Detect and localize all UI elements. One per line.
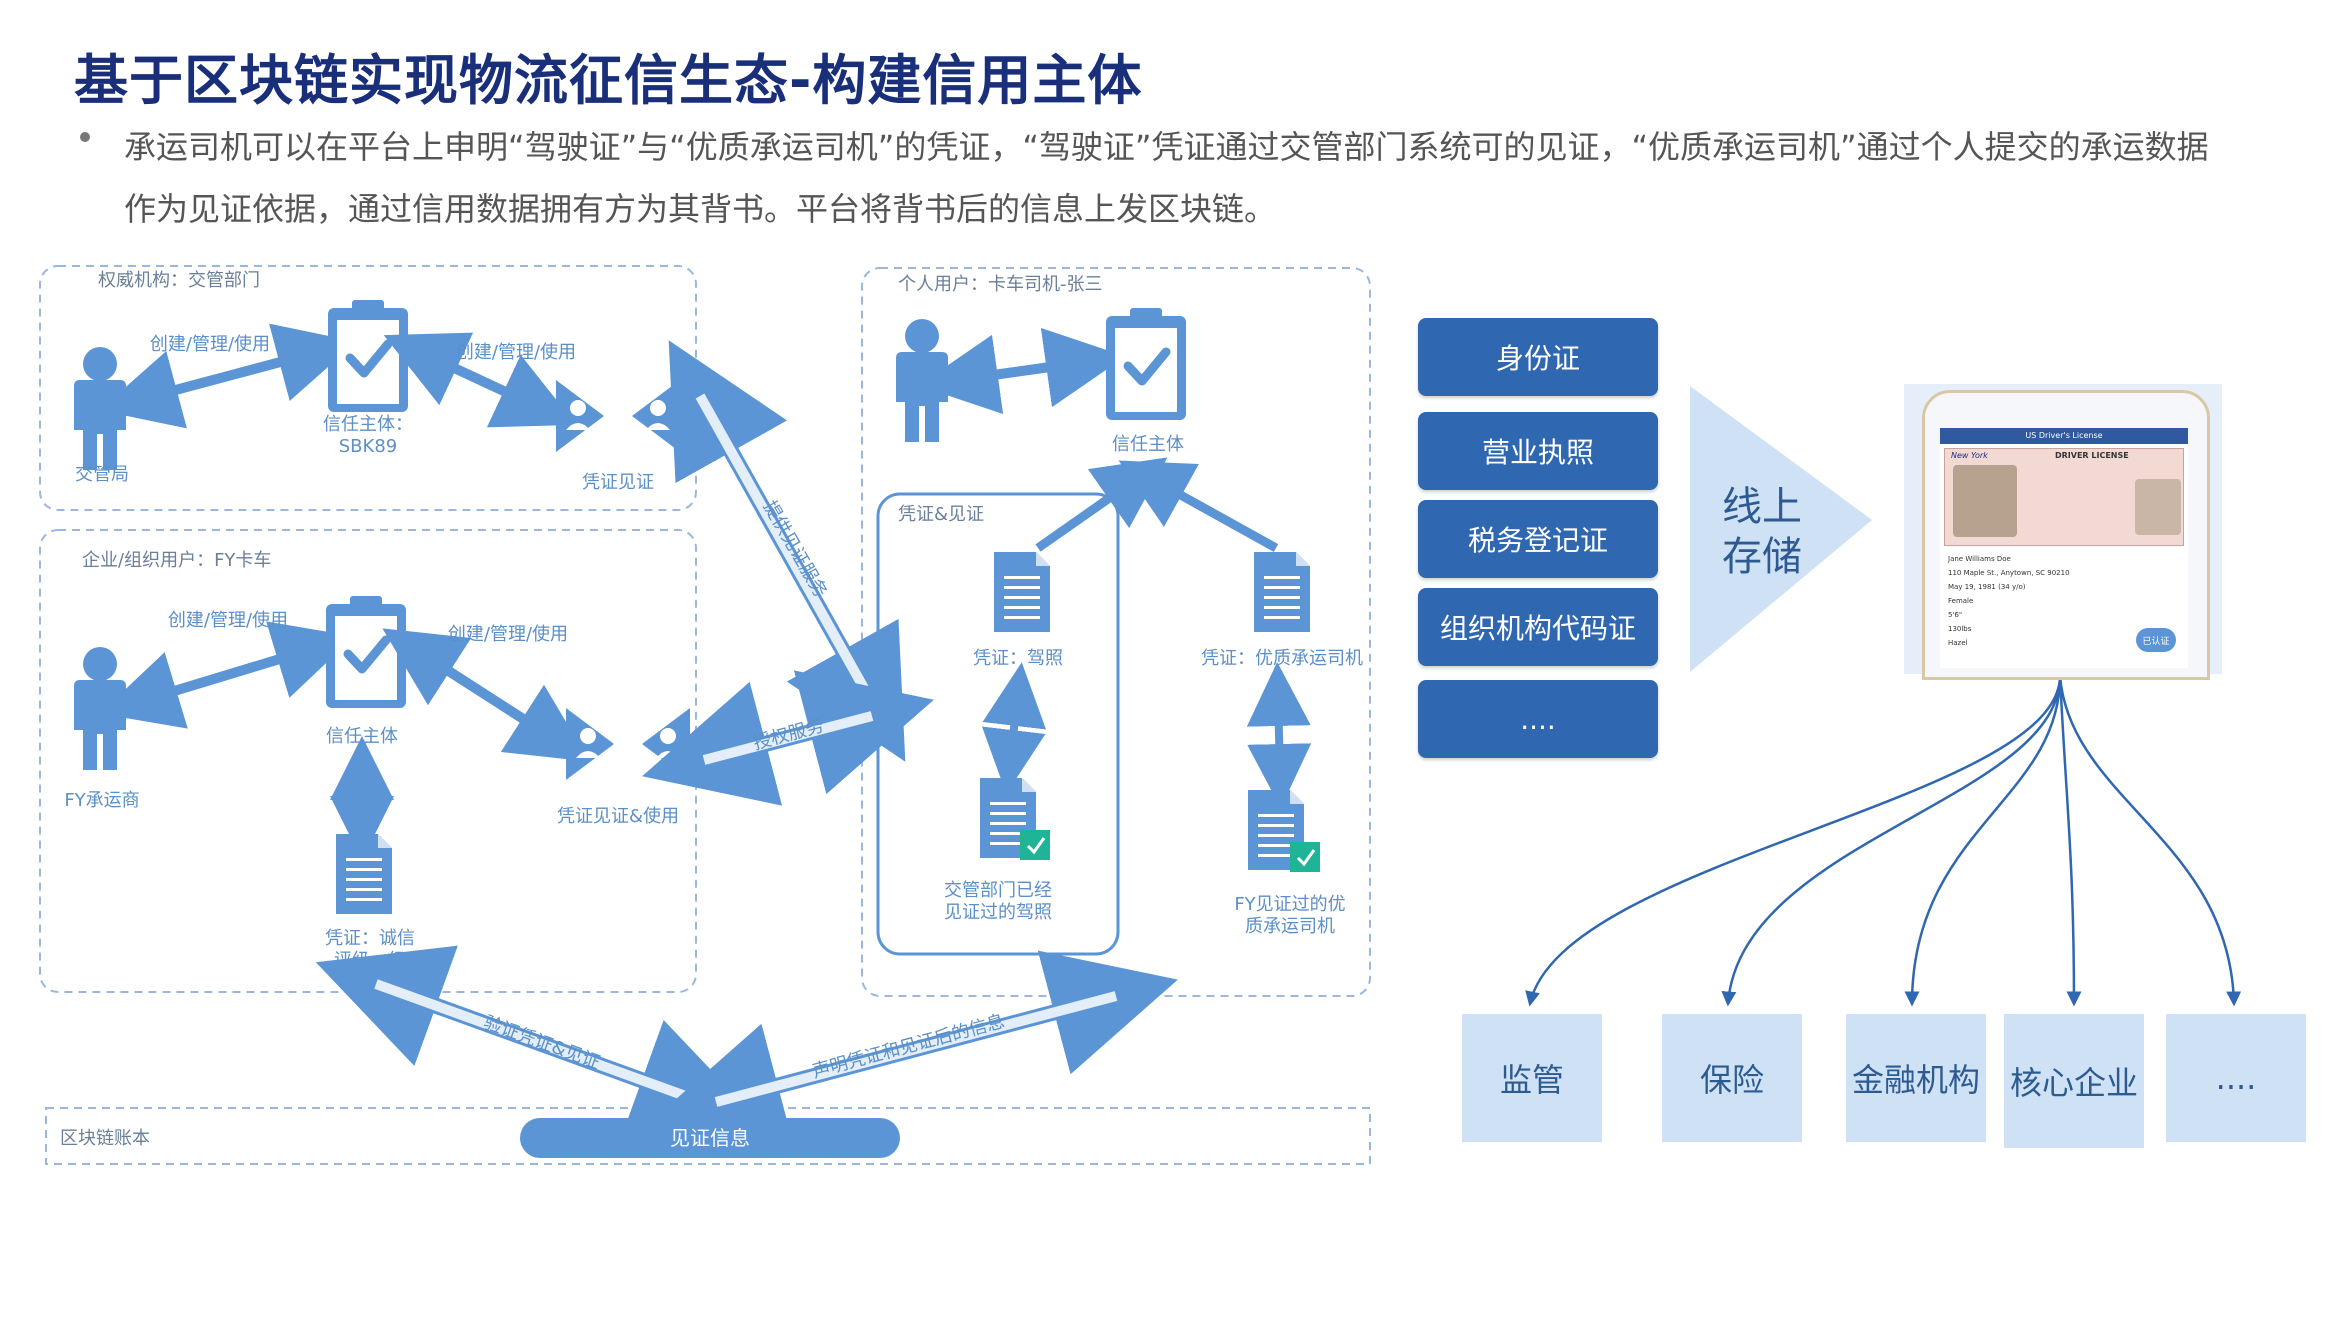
authority-arrow-left [99,323,357,429]
authority-handshake-icon [556,380,680,452]
enterprise-arrow-left-label: 创建/管理/使用 [168,610,288,631]
storage-label: 线上 存储 [1722,482,1802,582]
license-card: New York DRIVER LICENSE [1944,448,2184,546]
personal-clipboard-label: 信任主体 [1112,434,1184,455]
personal-doc3-check-icon [1020,830,1050,860]
personal-doc4-line1: FY见证过的优 [1234,894,1345,915]
phone-screen: US Driver's License New York DRIVER LICE… [1940,428,2188,668]
personal-doc2-icon [1254,552,1310,632]
ledger-label: 区块链账本 [60,1128,150,1149]
personal-clipboard-icon [1106,308,1186,420]
authority-clipboard-icon [328,300,408,412]
personal-branch-right [1118,460,1279,552]
license-sex: Female [1948,597,1974,605]
link-more [2058,675,2242,1007]
enterprise-clipboard-label: 信任主体 [326,726,398,747]
license-weight: 130lbs [1948,625,1972,633]
authority-arrow-left-label: 创建/管理/使用 [150,334,270,355]
doc-button-id-card[interactable]: 身份证 [1418,318,1658,396]
link-finance [1904,675,2062,1007]
target-insurance: 保险 [1662,1014,1802,1142]
target-core-enterprise: 核心企业 [2004,1014,2144,1148]
enterprise-clipboard-icon [326,596,406,708]
bullet-text: 承运司机可以在平台上申明“驾驶证”与“优质承运司机”的凭证，“驾驶证”凭证通过交… [124,128,2209,228]
license-eye: Hazel [1948,639,1968,647]
personal-box-label: 个人用户：卡车司机-张三 [898,274,1103,295]
doc-button-tax-registration[interactable]: 税务登记证 [1418,500,1658,578]
authority-clipboard-id: SBK89 [339,436,397,457]
storage-line1: 线上 [1722,484,1802,530]
enterprise-person-icon [74,647,126,770]
verified-badge: 已认证 [2136,628,2176,652]
license-name: Jane Williams Doe [1948,555,2011,563]
doc-button-org-code[interactable]: 组织机构代码证 [1418,588,1658,666]
enterprise-doc-icon [336,834,392,914]
link-insurance [1721,675,2062,1007]
declare-label: 声明凭证和见证后的信息 [810,1011,1007,1083]
ledger-pill-label: 见证信息 [670,1126,750,1150]
personal-doc1-label: 凭证：驾照 [973,648,1063,669]
authority-handshake-label: 凭证见证 [582,472,654,493]
license-photo [1953,465,2017,537]
ledger-pill [520,1118,900,1158]
storage-triangle [1690,386,1872,672]
authority-arrow-right [383,332,577,428]
license-title: DRIVER LICENSE [2055,451,2129,460]
authority-box [39,265,697,511]
doc-button-business-license[interactable]: 营业执照 [1418,412,1658,490]
enterprise-handshake-label: 凭证见证&使用 [557,806,679,827]
license-photo-small [2135,479,2181,535]
authority-person-label: 交管局 [75,464,129,485]
enterprise-doc-line2: 评级一级 [334,950,406,971]
verify-label: 验证凭证&见证 [481,1012,603,1073]
phone-mockup: US Driver's License New York DRIVER LICE… [1904,384,2222,680]
page-title: 基于区块链实现物流征信生态-构建信用主体 [74,49,1143,112]
enterprise-person-label: FY承运商 [64,790,139,811]
personal-person-icon [896,319,948,442]
link-supervision [1525,675,2062,1007]
target-more: .... [2166,1014,2306,1142]
enterprise-arrow-right-label: 创建/管理/使用 [448,624,568,645]
personal-doc4-line2: 质承运司机 [1245,916,1335,937]
authority-person-icon [74,347,126,470]
authority-box-label: 权威机构：交管部门 [98,270,260,291]
doc-button-more[interactable]: .... [1418,680,1658,758]
license-dob: May 19, 1981 (34 y/o) [1948,583,2026,591]
personal-doc1-icon [994,552,1050,632]
personal-doc2-arrow [1246,662,1312,808]
license-address: 110 Maple St., Anytown, SC 90210 [1948,569,2070,577]
target-financial: 金融机构 [1846,1014,1986,1142]
personal-branch-left [1035,457,1168,552]
personal-doc3-line2: 见证过的驾照 [944,902,1052,923]
license-height: 5'6" [1948,611,1963,619]
enterprise-arrow-left [99,621,355,729]
enterprise-handshake-icon [566,708,690,780]
link-core [2058,675,2082,1007]
storage-line2: 存储 [1722,534,1802,580]
enterprise-box-label: 企业/组织用户：FY卡车 [82,550,271,571]
witness-service-label: 提供见证服务 [759,497,831,601]
target-supervision: 监管 [1462,1014,1602,1142]
personal-doc2-label: 凭证：优质承运司机 [1201,648,1363,669]
screen-header: US Driver's License [1940,428,2188,444]
license-details: Jane Williams Doe 110 Maple St., Anytown… [1940,550,2188,652]
credential-box-label: 凭证&见证 [898,504,984,525]
auth-service-label: 授权服务 [751,715,826,754]
license-state: New York [1951,451,1988,460]
bullet-dot [80,132,90,142]
personal-doc1-arrow [981,662,1047,794]
personal-doc3-line1: 交管部门已经 [944,880,1052,901]
authority-clipboard-label: 信任主体： [323,414,413,435]
enterprise-arrow-right [382,628,590,762]
personal-doc4-check-icon [1290,842,1320,872]
enterprise-doc-line1: 凭证：诚信 [325,928,415,949]
personal-arrow [918,327,1126,415]
authority-arrow-right-label: 创建/管理/使用 [456,342,576,363]
